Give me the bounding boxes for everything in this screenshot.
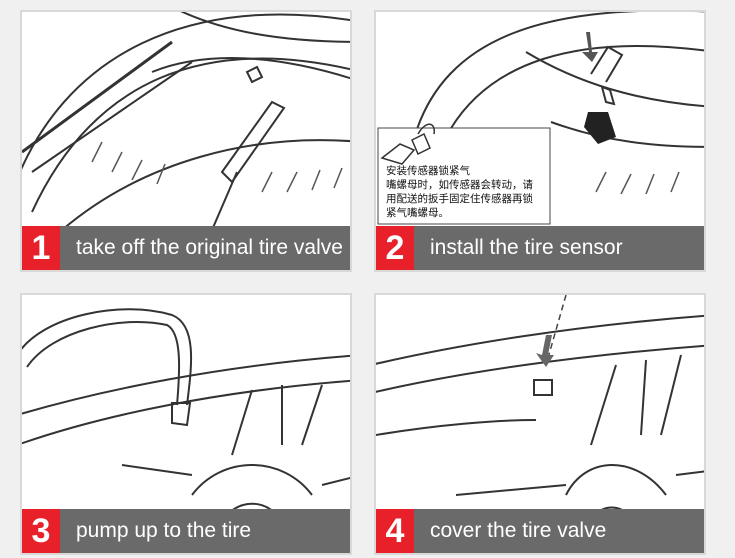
sensor-install-note: 安装传感器锁紧气 嘴螺母时，如传感器会转动，请 用配送的扳手固定住传感器再锁 紧… <box>386 165 533 219</box>
step-number-1: 1 <box>22 226 60 270</box>
step-panel-4: 4 cover the tire valve <box>374 293 706 555</box>
sensor-install-illustration <box>377 12 704 225</box>
step-panel-2: 安装传感器锁紧气 嘴螺母时，如传感器会转动，请 用配送的扳手固定住传感器再锁 紧… <box>374 10 706 272</box>
step-panel-3: 3 pump up to the tire <box>20 293 352 555</box>
step-caption-bar-1: 1 take off the original tire valve <box>22 226 350 270</box>
step-caption-3: pump up to the tire <box>76 519 252 542</box>
step-caption-1: take off the original tire valve <box>76 236 343 259</box>
valve-cap-illustration <box>376 295 704 531</box>
step-number-4: 4 <box>376 509 414 553</box>
step-number-2: 2 <box>376 226 414 270</box>
step-caption-bar-2: 2 install the tire sensor <box>376 226 704 270</box>
step-number-3: 3 <box>22 509 60 553</box>
step-caption-2: install the tire sensor <box>430 236 623 259</box>
step-caption-bar-4: 4 cover the tire valve <box>376 509 704 553</box>
tire-pump-illustration <box>22 308 350 531</box>
step-panel-1: 1 take off the original tire valve <box>20 10 352 272</box>
step-caption-bar-3: 3 pump up to the tire <box>22 509 350 553</box>
step-caption-4: cover the tire valve <box>430 519 607 542</box>
tire-valve-removal-illustration <box>22 12 350 231</box>
